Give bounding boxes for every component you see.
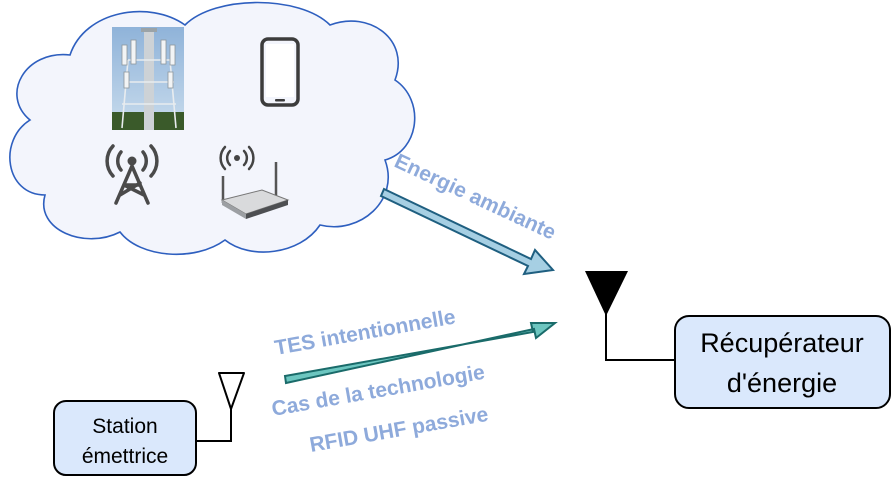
station-label-line1: Station	[92, 415, 157, 438]
harvester-label-line1: Récupérateur	[700, 328, 864, 358]
intentional-energy-arrow	[283, 322, 558, 385]
station-label-line2: émettrice	[82, 445, 168, 468]
ambient-energy-label: Energie ambiante	[391, 150, 559, 245]
cloud-icon	[9, 1, 416, 256]
case-label-line2: RFID UHF passive	[308, 403, 490, 457]
harvester-node: Récupérateur d'énergie	[674, 315, 891, 409]
station-node: Station émettrice	[53, 400, 197, 476]
cell-tower-photo	[112, 27, 184, 130]
harvester-label-line2: d'énergie	[727, 368, 837, 398]
wifi-router-icon	[219, 145, 290, 219]
transmitter-antenna-icon	[196, 372, 245, 442]
broadcast-tower-icon	[105, 144, 159, 205]
receiver-antenna-icon	[585, 271, 675, 361]
smartphone-icon	[260, 37, 300, 107]
ambient-energy-arrow	[379, 187, 556, 276]
